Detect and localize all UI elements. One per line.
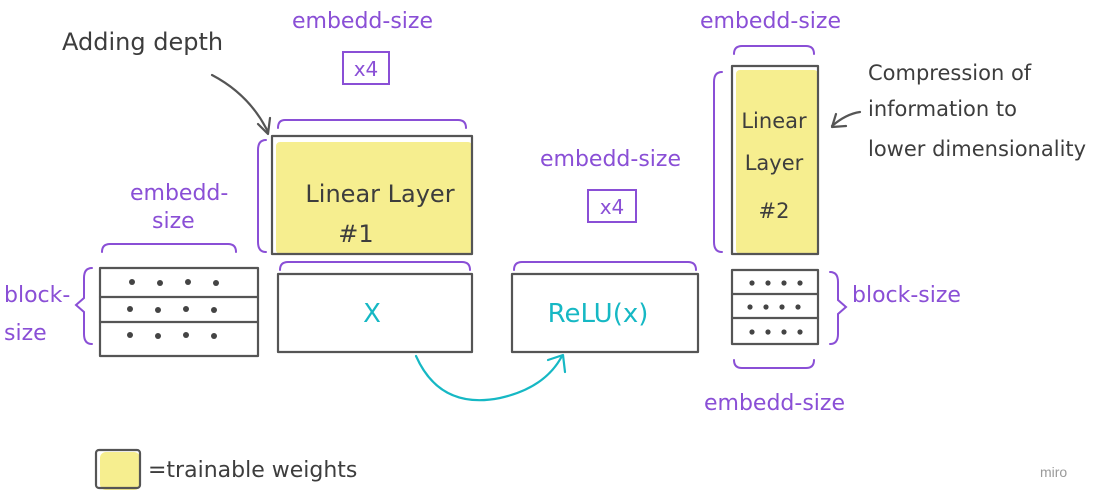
compression-arrowhead xyxy=(830,112,848,129)
relu-label: ReLU(x) xyxy=(548,299,649,329)
linear1-number: #1 xyxy=(338,220,373,248)
linear2-side-bracket xyxy=(713,71,723,253)
relu-box-bracket xyxy=(513,261,697,271)
linear-layer-2-box xyxy=(730,64,820,256)
compression-annotation-1: Compression of xyxy=(868,61,1032,85)
adding-depth-annotation: Adding depth xyxy=(62,28,223,56)
relu-arrow xyxy=(414,354,564,402)
x-box-bracket xyxy=(279,261,471,271)
linear1-side-bracket xyxy=(257,139,267,253)
x-box xyxy=(276,272,474,354)
multiplier-label-left: x4 xyxy=(354,57,379,81)
embed-size-label-block-2: size xyxy=(152,209,195,234)
embed-size-label-mid: embedd-size xyxy=(540,147,681,172)
adding-depth-arrowhead xyxy=(256,116,272,136)
relu-arrowhead xyxy=(546,353,567,374)
embed-size-bracket-top xyxy=(277,119,467,129)
embed-size-bracket-bottom-right xyxy=(733,359,815,369)
multiplier-box-mid xyxy=(587,189,637,223)
compression-arrow xyxy=(830,110,862,128)
relu-box xyxy=(510,272,700,354)
linear1-label: Linear Layer xyxy=(305,180,454,208)
legend-label: =trainable weights xyxy=(148,458,357,483)
compression-annotation-3: lower dimensionality xyxy=(868,137,1086,161)
embed-size-bracket-block xyxy=(101,243,237,253)
linear-layer-1-box xyxy=(270,134,474,256)
embed-size-label-top: embedd-size xyxy=(292,9,433,34)
block-size-label-right: block-size xyxy=(852,283,961,308)
embed-size-label-top-right: embedd-size xyxy=(700,9,841,34)
embed-size-label-block-1: embedd- xyxy=(130,181,228,206)
legend-swatch-highlight xyxy=(100,452,140,490)
x-label: X xyxy=(363,299,381,329)
linear2-label-2: Layer xyxy=(745,151,804,175)
multiplier-box-left xyxy=(342,51,390,85)
compression-annotation-2: information to xyxy=(868,97,1017,121)
adding-depth-arrow xyxy=(210,73,270,134)
embed-size-bracket-top-right xyxy=(733,45,815,55)
embed-size-label-bottom-right: embedd-size xyxy=(704,391,845,416)
block-size-label-left-1: block- xyxy=(4,283,70,308)
linear2-label-1: Linear xyxy=(741,109,807,133)
block-size-brace-left xyxy=(74,267,93,345)
block-size-label-left-2: size xyxy=(4,321,47,346)
multiplier-label-mid: x4 xyxy=(600,195,625,219)
output-block xyxy=(730,268,820,346)
input-block xyxy=(98,266,260,358)
legend-swatch xyxy=(94,448,142,490)
block-size-brace-right xyxy=(829,271,848,345)
miro-watermark: miro xyxy=(1040,464,1067,480)
linear2-label-3: #2 xyxy=(759,199,790,223)
linear1-highlight xyxy=(276,142,472,254)
linear2-highlight xyxy=(736,70,818,254)
